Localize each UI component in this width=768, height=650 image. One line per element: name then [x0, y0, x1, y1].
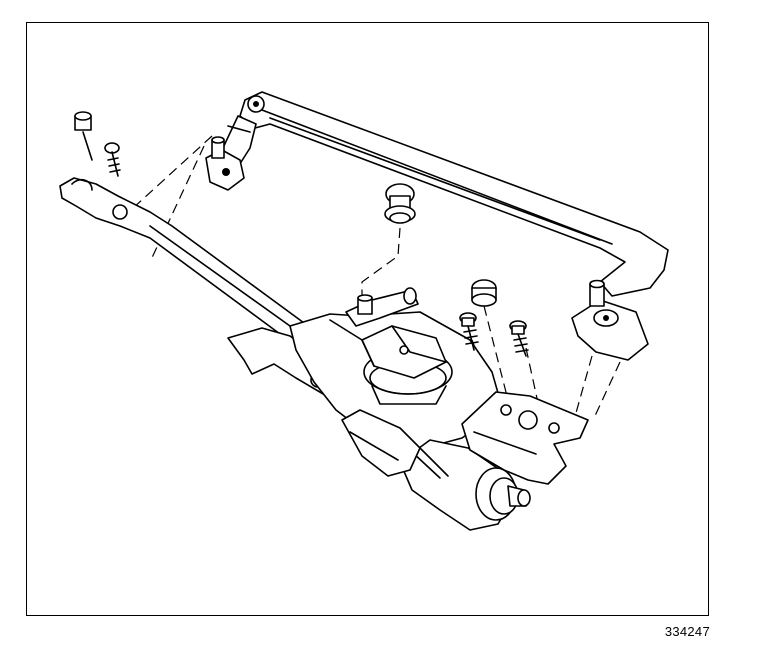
crank-arm: [361, 325, 447, 379]
left-pivot-assembly: [205, 136, 245, 191]
main-drive-link: [59, 177, 321, 345]
motor-gearbox: [341, 409, 421, 477]
right-pivot-assembly: [571, 279, 649, 361]
right-screw-left: [459, 312, 479, 351]
crank-pin: [345, 287, 419, 327]
wiper-motor-body: [399, 439, 531, 531]
upper-linkage-rod: [239, 91, 669, 297]
right-mounting-plate: [461, 391, 589, 485]
left-screw: [104, 142, 121, 177]
right-grommet: [471, 279, 497, 307]
figure-number: 334247: [664, 624, 710, 639]
right-screw-right: [509, 320, 529, 357]
left-nut: [74, 111, 93, 161]
center-ball-socket: [384, 183, 416, 224]
